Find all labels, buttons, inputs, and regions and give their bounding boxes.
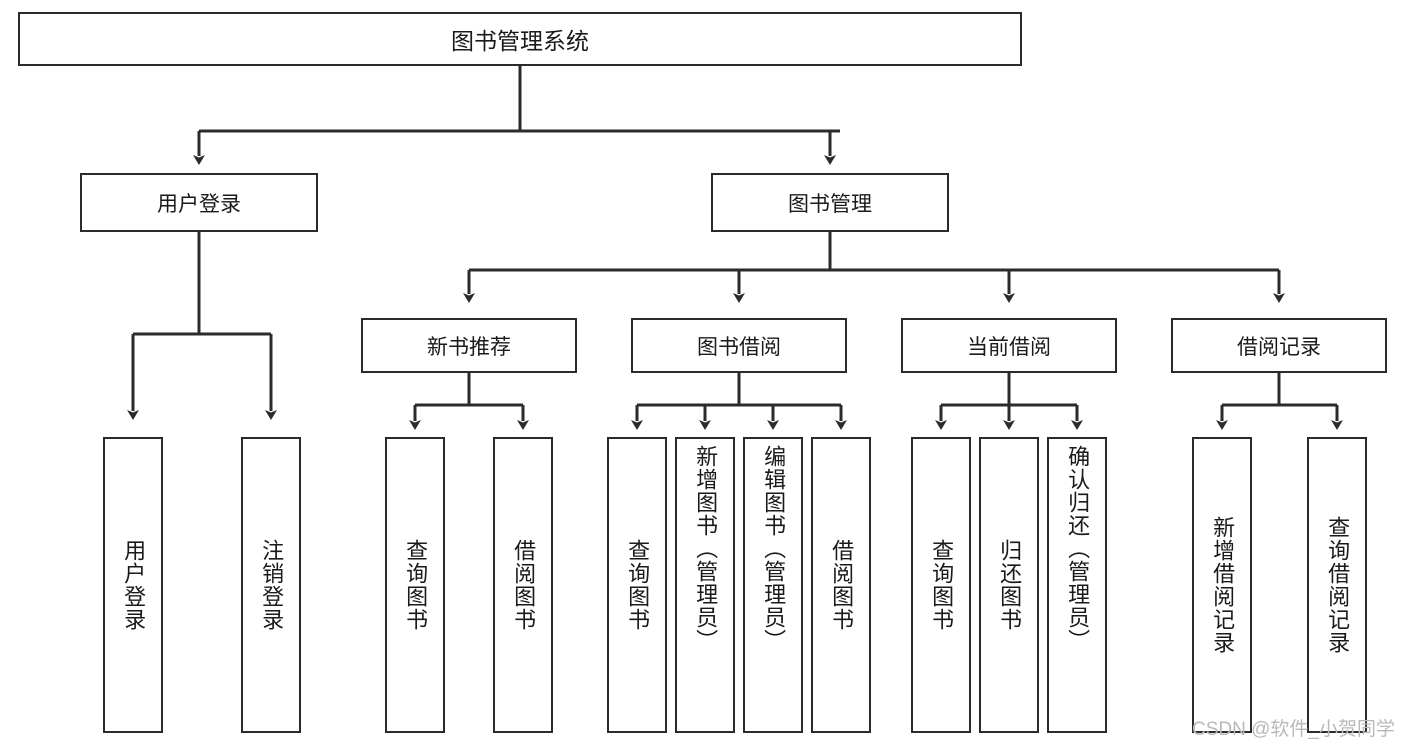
- node-root[interactable]: 图书管理系统: [18, 12, 1022, 66]
- node-borrow-record-label: 借阅记录: [1237, 335, 1321, 359]
- leaf-label: 编辑图书（管理员）: [761, 445, 787, 652]
- leaf-current-borrow-return-book[interactable]: 归还图书: [979, 437, 1039, 733]
- leaf-label: 查询图书: [625, 539, 651, 631]
- csdn-watermark: CSDN @软件_小贺同学: [1192, 719, 1395, 740]
- leaf-book-borrow-query-book[interactable]: 查询图书: [607, 437, 667, 733]
- leaf-borrow-record-query-record[interactable]: 查询借阅记录: [1307, 437, 1367, 733]
- leaf-label: 新增图书（管理员）: [693, 445, 719, 652]
- leaf-book-borrow-add-book-admin[interactable]: 新增图书（管理员）: [675, 437, 735, 733]
- node-root-label: 图书管理系统: [451, 28, 589, 54]
- node-book-borrow[interactable]: 图书借阅: [631, 318, 847, 373]
- node-book-borrow-label: 图书借阅: [697, 335, 781, 359]
- node-user-login[interactable]: 用户登录: [80, 173, 318, 232]
- leaf-new-book-borrow-book[interactable]: 借阅图书: [493, 437, 553, 733]
- leaf-label: 注销登录: [259, 539, 285, 631]
- node-book-management[interactable]: 图书管理: [711, 173, 949, 232]
- leaf-label: 用户登录: [121, 539, 147, 631]
- leaf-book-borrow-borrow-book[interactable]: 借阅图书: [811, 437, 871, 733]
- leaf-label: 借阅图书: [511, 539, 537, 631]
- leaf-label: 查询借阅记录: [1325, 516, 1351, 654]
- node-current-borrow-label: 当前借阅: [967, 335, 1051, 359]
- node-borrow-record[interactable]: 借阅记录: [1171, 318, 1387, 373]
- leaf-new-book-query-book[interactable]: 查询图书: [385, 437, 445, 733]
- leaf-label: 归还图书: [997, 539, 1023, 631]
- leaf-label: 借阅图书: [829, 539, 855, 631]
- leaf-book-borrow-edit-book-admin[interactable]: 编辑图书（管理员）: [743, 437, 803, 733]
- node-user-login-label: 用户登录: [157, 192, 241, 216]
- leaf-label: 确认归还（管理员）: [1065, 445, 1091, 652]
- node-book-management-label: 图书管理: [788, 192, 872, 216]
- node-new-book-recommend[interactable]: 新书推荐: [361, 318, 577, 373]
- leaf-current-borrow-confirm-return-admin[interactable]: 确认归还（管理员）: [1047, 437, 1107, 733]
- leaf-label: 新增借阅记录: [1210, 516, 1236, 654]
- leaf-current-borrow-query-book[interactable]: 查询图书: [911, 437, 971, 733]
- leaf-label: 查询图书: [929, 539, 955, 631]
- leaf-user-login-logout[interactable]: 注销登录: [241, 437, 301, 733]
- leaf-label: 查询图书: [403, 539, 429, 631]
- leaf-user-login-login[interactable]: 用户登录: [103, 437, 163, 733]
- node-current-borrow[interactable]: 当前借阅: [901, 318, 1117, 373]
- leaf-borrow-record-add-record[interactable]: 新增借阅记录: [1192, 437, 1252, 733]
- node-new-book-recommend-label: 新书推荐: [427, 335, 511, 359]
